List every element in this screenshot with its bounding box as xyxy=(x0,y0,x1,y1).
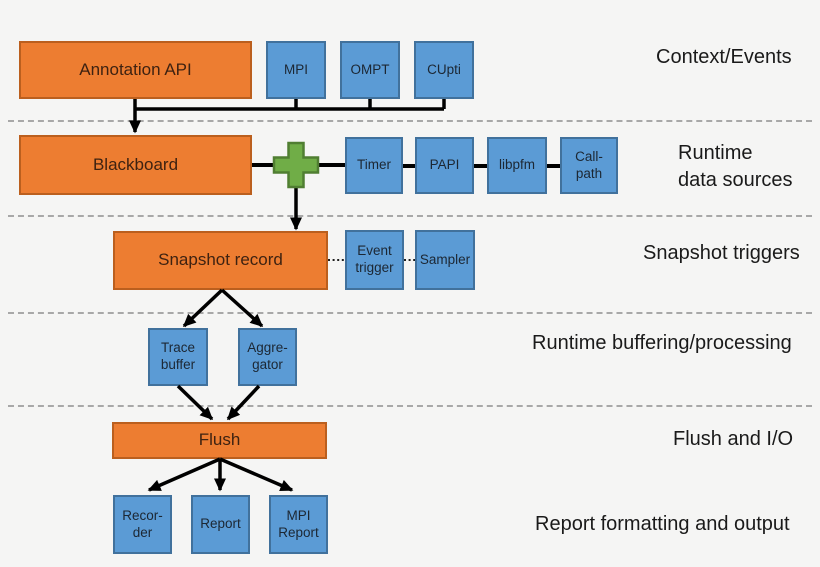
arrow-flush-to-recorder xyxy=(147,457,221,492)
box-report: Report xyxy=(191,495,250,554)
box-event-trigger: Event trigger xyxy=(345,230,404,290)
box-sampler: Sampler xyxy=(415,230,475,290)
arrow-flush-to-mpireport xyxy=(219,457,294,492)
box-snapshot-record: Snapshot record xyxy=(113,231,328,290)
section-label-runtime-buffering: Runtime buffering/processing xyxy=(532,332,792,354)
box-timer: Timer xyxy=(345,137,403,194)
arrow-tracebuffer-to-flush xyxy=(176,384,214,421)
box-blackboard: Blackboard xyxy=(19,135,252,195)
box-recorder: Recor- der xyxy=(113,495,172,554)
box-mpi: MPI xyxy=(266,41,326,99)
box-trace-buffer: Trace buffer xyxy=(148,328,208,386)
arrow-snapshot-to-aggregator xyxy=(220,288,264,328)
section-label-flush-io: Flush and I/O xyxy=(673,428,794,450)
box-callpath: Call- path xyxy=(560,137,618,194)
plus-icon xyxy=(272,141,320,189)
row-separator xyxy=(8,312,812,314)
section-label-context-events: Context/Events xyxy=(656,46,792,68)
box-ompt: OMPT xyxy=(340,41,400,99)
row-separator xyxy=(8,405,812,407)
section-label-runtime-data-sources: Runtime data sources xyxy=(678,142,793,191)
section-label-snapshot-triggers: Snapshot triggers xyxy=(643,242,800,264)
box-cupti: CUpti xyxy=(414,41,474,99)
row-separator xyxy=(8,120,812,122)
arrow-aggregator-to-flush xyxy=(226,384,261,421)
section-label-report-output: Report formatting and output xyxy=(535,513,790,535)
box-libpfm: libpfm xyxy=(487,137,547,194)
box-aggregator: Aggre- gator xyxy=(238,328,297,386)
bus-context-events xyxy=(135,99,446,111)
arrow-snapshot-to-tracebuffer xyxy=(182,288,224,328)
box-flush: Flush xyxy=(112,422,327,459)
row-separator xyxy=(8,215,812,217)
box-mpi-report: MPI Report xyxy=(269,495,328,554)
box-papi: PAPI xyxy=(415,137,474,194)
box-annotation-api: Annotation API xyxy=(19,41,252,99)
